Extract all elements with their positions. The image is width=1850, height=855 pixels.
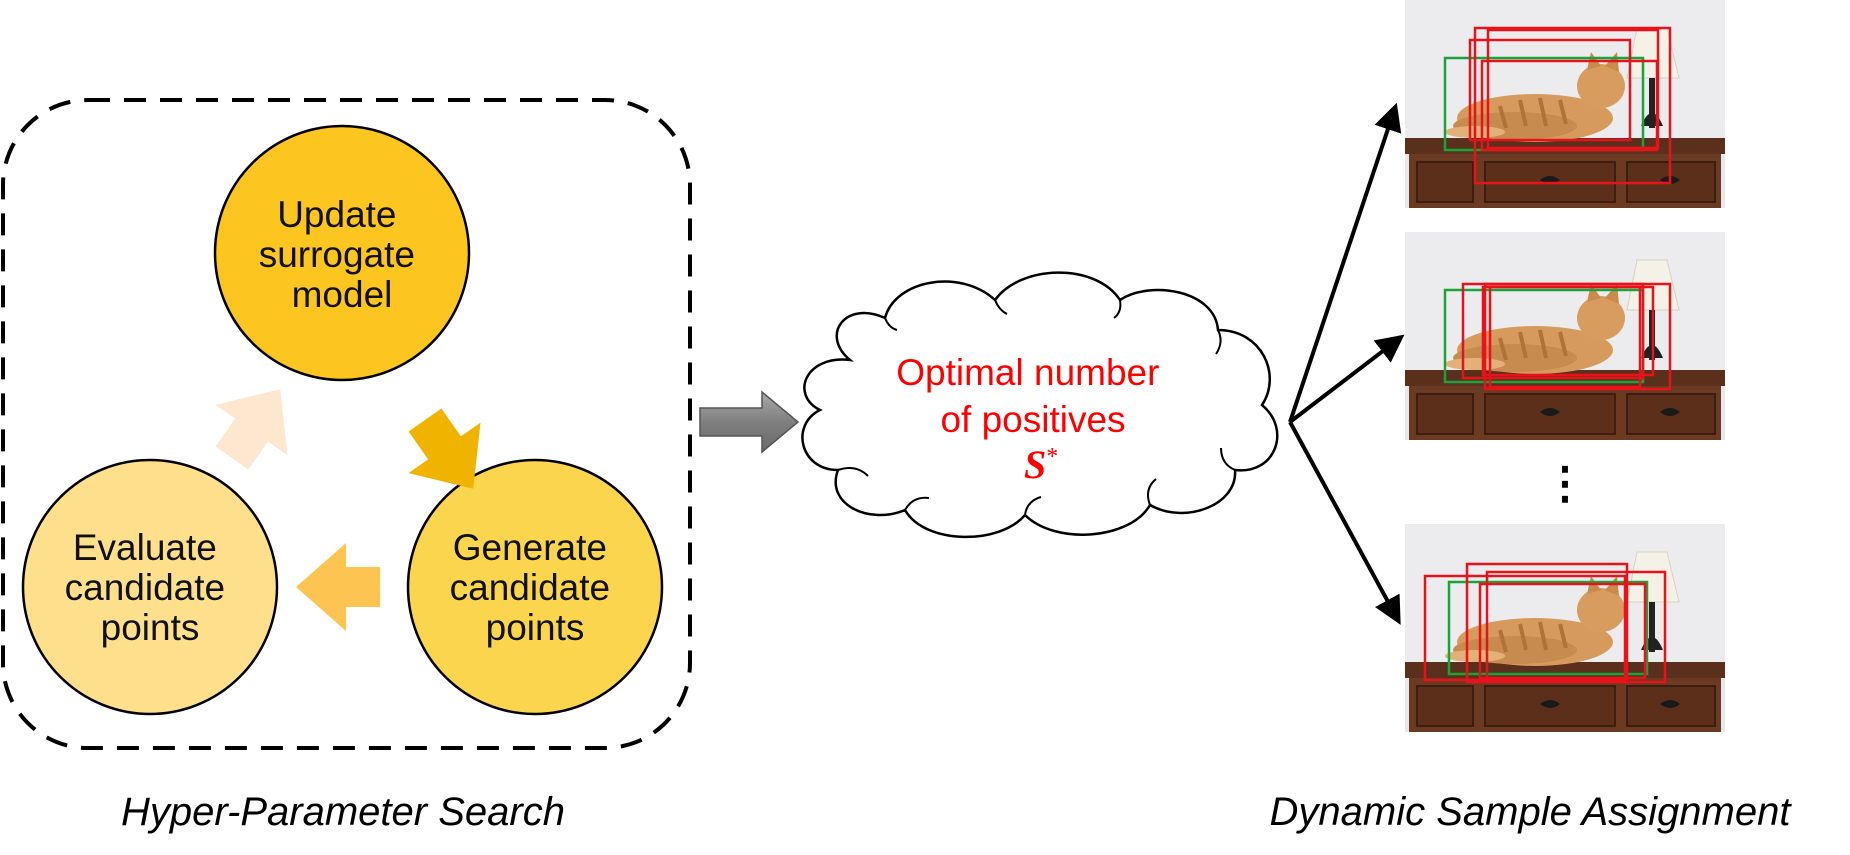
node-update-surrogate: Update surrogate model bbox=[213, 124, 471, 382]
search-loop-frame bbox=[1, 98, 692, 750]
pred-box bbox=[1485, 570, 1667, 684]
node-generate-line-2: candidate bbox=[450, 567, 610, 608]
arrow-evaluate-to-update-icon bbox=[215, 389, 288, 470]
caption-dynamic-sample-assignment: Dynamic Sample Assignment bbox=[1270, 790, 1793, 834]
pred-box bbox=[1488, 285, 1642, 389]
node-update-line-3: model bbox=[292, 274, 393, 315]
svg-text:Generate candidate: Generate candidate points bbox=[450, 527, 621, 648]
pred-box bbox=[1486, 28, 1660, 150]
cloud-symbol-superscript: * bbox=[1046, 444, 1058, 470]
node-generate-candidate: Generate candidate points bbox=[406, 458, 664, 716]
cloud-symbol: S bbox=[1024, 442, 1046, 487]
svg-text:S*: S* bbox=[1024, 442, 1058, 487]
fan-arrow-bottom-icon bbox=[1288, 421, 1401, 625]
ellipsis: ⋮ bbox=[1543, 459, 1587, 508]
pred-box bbox=[1478, 582, 1647, 680]
node-evaluate-line-1: Evaluate bbox=[73, 527, 217, 568]
pred-box bbox=[1468, 38, 1632, 142]
fan-arrow-middle-icon bbox=[1288, 334, 1405, 424]
svg-text:Update surrogate m: Update surrogate model bbox=[259, 194, 426, 315]
cloud-line-1: Optimal number bbox=[896, 352, 1159, 393]
node-generate-line-1: Generate bbox=[453, 527, 607, 568]
caption-hyper-parameter-search: Hyper-Parameter Search bbox=[121, 790, 565, 834]
fan-arrow-top-icon bbox=[1288, 102, 1402, 423]
node-generate-line-3: points bbox=[486, 607, 585, 648]
node-evaluate-line-3: points bbox=[101, 607, 200, 648]
svg-text:Evaluate candidate: Evaluate candidate points bbox=[65, 527, 236, 648]
sample-image-2 bbox=[1403, 230, 1727, 442]
cloud-optimal-positives: Optimal number of positives S* bbox=[801, 271, 1279, 539]
node-update-line-1: Update bbox=[277, 194, 396, 235]
sample-image-1 bbox=[1403, 0, 1727, 210]
flow-arrow-icon bbox=[699, 390, 800, 454]
pred-box bbox=[1423, 574, 1627, 682]
svg-text:Optimal number of positi: Optimal number of positives bbox=[896, 352, 1170, 440]
arrow-generate-to-evaluate-icon bbox=[296, 543, 380, 631]
node-update-line-2: surrogate bbox=[259, 234, 415, 275]
pred-box bbox=[1473, 26, 1672, 185]
arrow-update-to-generate-icon bbox=[408, 408, 481, 489]
sample-image-3 bbox=[1403, 522, 1727, 734]
node-evaluate-line-2: candidate bbox=[65, 567, 225, 608]
node-evaluate-candidate: Evaluate candidate points bbox=[21, 458, 279, 716]
gt-box bbox=[1447, 580, 1649, 676]
cloud-line-2: of positives bbox=[940, 399, 1125, 440]
pred-box bbox=[1483, 282, 1672, 391]
